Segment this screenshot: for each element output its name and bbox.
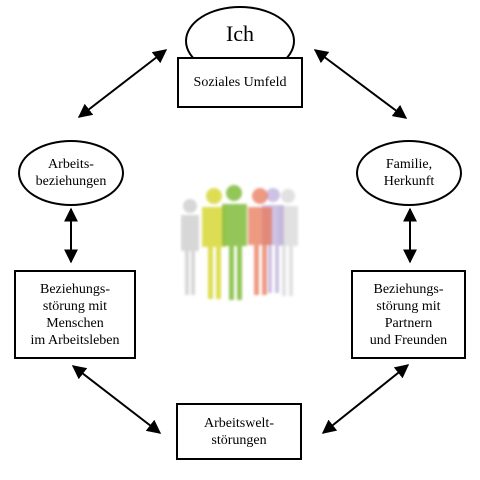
- arrow-top-left: [77, 49, 168, 118]
- left-box-line-2: störung mit: [42, 298, 108, 314]
- arrow-top-right: [313, 49, 408, 119]
- familie-herkunft-line-1: Familie,: [385, 157, 433, 172]
- arbeitsbeziehungen-line-1: Arbeits-: [48, 157, 94, 172]
- familie-herkunft-line-2: Herkunft: [383, 174, 435, 189]
- left-box-line-1: Beziehungs-: [40, 281, 110, 297]
- right-box-line-3: Partnern: [384, 315, 433, 331]
- left-box-line-3: Menschen: [46, 315, 104, 331]
- beziehungsstoerung-arbeit-box: Beziehungs- störung mit Menschen im Arbe…: [14, 270, 136, 359]
- right-box-line-2: störung mit: [376, 298, 441, 314]
- left-box-line-4: im Arbeitsleben: [30, 332, 120, 348]
- arbeitsweltstoerungen-box: Arbeitswelt- störungen: [176, 403, 302, 460]
- beziehungsstoerung-partner-box: Beziehungs- störung mit Partnern und Fre…: [351, 270, 466, 359]
- figure-red: [248, 188, 272, 295]
- arbeitsbeziehungen-line-2: beziehungen: [35, 174, 107, 189]
- figure-green: [222, 185, 247, 300]
- arrow-bottom-left: [71, 365, 162, 434]
- bottom-box-line-2: störungen: [211, 432, 267, 448]
- ich-label: Ich: [225, 21, 255, 46]
- right-box-line-1: Beziehungs-: [373, 281, 444, 297]
- arrow-bottom-right: [321, 364, 410, 434]
- right-box-line-4: und Freunden: [369, 332, 448, 348]
- figure-yellow: [202, 188, 226, 299]
- familie-herkunft-ellipse: Familie, Herkunft: [356, 140, 462, 206]
- arbeitsbeziehungen-ellipse: Arbeits- beziehungen: [18, 140, 124, 206]
- soziales-umfeld-box: Soziales Umfeld: [177, 57, 303, 108]
- soziales-umfeld-label: Soziales Umfeld: [193, 75, 287, 90]
- people-silhouettes-image: [181, 185, 298, 300]
- bottom-box-line-1: Arbeitswelt-: [204, 415, 274, 431]
- figure-faint-left: [181, 199, 199, 295]
